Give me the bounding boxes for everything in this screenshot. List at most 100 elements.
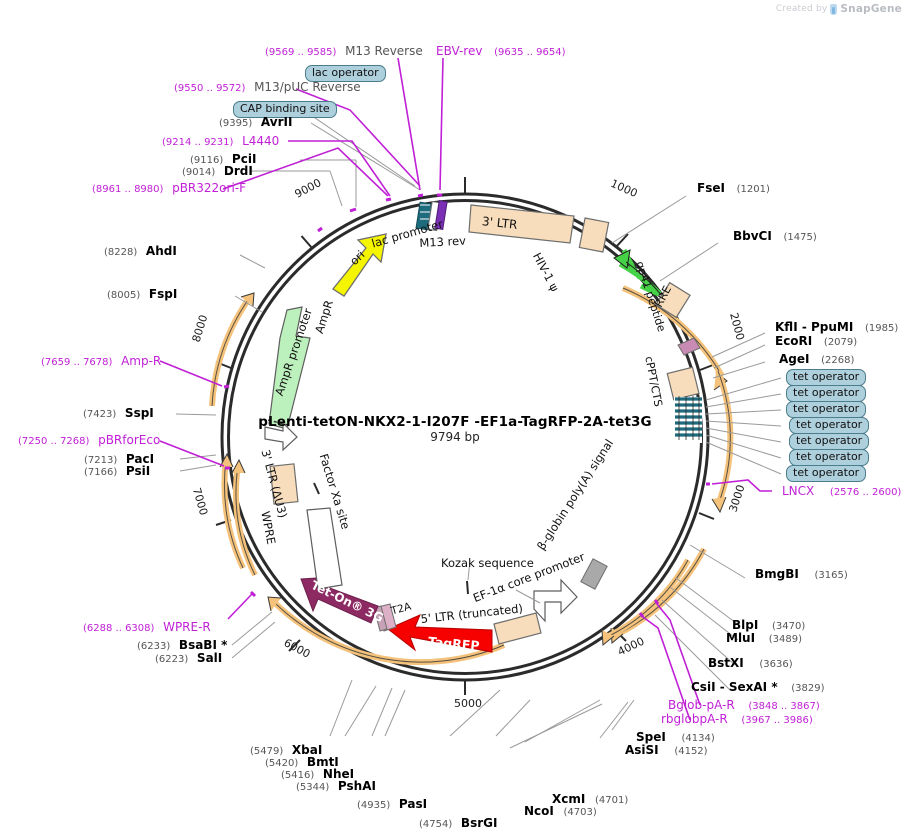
- tet-operator-label-1: tet operator: [786, 369, 867, 386]
- feature-ori-arrow: [332, 233, 387, 297]
- tet-operator-label-7: tet operator: [786, 465, 867, 482]
- enzyme-pos: (4754): [419, 819, 453, 830]
- enzyme-name: BmtI: [306, 755, 339, 769]
- enzyme-pos: (5479): [250, 746, 284, 757]
- tet-operator-label-4: tet operator: [789, 417, 870, 434]
- enzyme-name: AsiSI: [625, 743, 659, 757]
- primer-name: pBRforEco: [98, 433, 161, 447]
- feature-tagrfp-arrow: [387, 614, 493, 653]
- primer-name: Bglob-pA-R: [668, 698, 735, 712]
- feature-3prime-ltr-top: [468, 204, 575, 244]
- feature-wpre-box: [306, 507, 343, 590]
- enzyme-pos: (3829): [791, 683, 825, 694]
- feature-5prime-ltr-truncated-box: [493, 612, 542, 645]
- cap-binding-site-label: CAP binding site: [233, 101, 337, 118]
- primer-pos: (6288 .. 6308): [83, 623, 155, 634]
- enzyme-name: PasI: [398, 797, 428, 811]
- enzyme-name: BstXI: [708, 656, 744, 670]
- enzyme-name: DrdI: [223, 164, 253, 178]
- tet-operator-box: tet operator: [786, 385, 867, 402]
- enzyme-pos: (4703): [563, 807, 597, 818]
- primer-label-rbglobpa-r: rbglobpA-R (3967 .. 3986): [661, 712, 813, 726]
- page-title: pLenti-tetON-NKX2-1-I207F -EF1a-TagRFP-2…: [258, 414, 652, 430]
- plasmid-size: 9794 bp: [430, 430, 480, 444]
- feature-beta-globin-polyA-box: [580, 558, 608, 590]
- enzyme-label-asisi: AsiSI (4152): [625, 743, 708, 757]
- feature-ampr-promoter-arrow: [264, 421, 298, 452]
- primer-label-wpre-r: (6288 .. 6308) WPRE-R: [83, 620, 211, 634]
- enzyme-label-csii-sexai: CsiI - SexAI * (3829): [691, 680, 825, 694]
- feature-label-m13-rev: M13 rev: [419, 233, 467, 250]
- feature-ampr-arrow: [267, 306, 311, 430]
- primer-label-m13-reverse: (9569 .. 9585) M13 Reverse: [265, 44, 423, 58]
- enzyme-name: FseI: [697, 181, 725, 195]
- primer-name: pBR322ori-F: [172, 181, 247, 195]
- enzyme-name: SpeI: [636, 730, 666, 744]
- enzyme-label-bmgbi: BmgBI (3165): [755, 567, 848, 581]
- tet-operator-box: tet operator: [786, 401, 867, 418]
- enzyme-label-bsrgi: (4754) BsrGI: [419, 816, 497, 830]
- primer-name: L4440: [242, 134, 280, 148]
- orf-arcs: [209, 285, 734, 666]
- enzyme-label-bsabi: (6233) BsaBI *: [137, 638, 227, 652]
- enzyme-pos: (9395): [219, 118, 253, 129]
- primer-name: LNCX: [782, 484, 815, 498]
- enzyme-name: PshAI: [337, 779, 376, 793]
- enzyme-label-ecori: EcoRI (2079): [775, 334, 857, 348]
- primer-name: M13/pUC Reverse: [254, 80, 361, 94]
- leader-lines-grey: [175, 104, 782, 749]
- enzyme-pos: (3165): [814, 570, 848, 581]
- enzyme-label-fspi: (8005) FspI: [107, 287, 177, 301]
- enzyme-label-xbai: (5479) XbaI: [250, 743, 322, 757]
- enzyme-label-pasi: (4935) PasI: [357, 797, 427, 811]
- enzyme-pos: (5344): [296, 782, 330, 793]
- primer-pos: (3967 .. 3986): [741, 715, 813, 726]
- feature-kozak-tick: [466, 580, 469, 595]
- feature-hiv1-psi-box: [578, 217, 610, 253]
- feature-ef1a-core-promoter-arrow: [533, 578, 578, 623]
- enzyme-name: BlpI: [732, 618, 759, 632]
- primer-pos: (9569 .. 9585): [265, 47, 337, 58]
- primer-name: M13 Reverse: [345, 44, 423, 58]
- enzyme-name: BmgBI: [755, 567, 799, 581]
- primer-pos: (2576 .. 2600): [829, 487, 902, 498]
- primer-label-ebv-rev: EBV-rev (9635 .. 9654): [436, 44, 566, 58]
- primer-name: Amp-R: [121, 354, 162, 368]
- boxed-label-cap-binding-site: CAP binding site: [233, 97, 337, 118]
- tet-operator-box: tet operator: [789, 433, 870, 450]
- enzyme-pos: (9014): [182, 167, 216, 178]
- feature-label-kozak-sequence: Kozak sequence: [441, 556, 534, 570]
- enzyme-name: NcoI: [524, 804, 554, 818]
- feature-lac-promoter-and-m13rev-marks: [415, 199, 448, 232]
- tet-operator-label-5: tet operator: [789, 433, 870, 450]
- snapgene-watermark: Created by SnapGene: [776, 3, 902, 15]
- enzyme-name: PciI: [231, 152, 257, 166]
- enzyme-pos: (3470): [771, 621, 806, 632]
- enzyme-name: AgeI: [779, 352, 810, 366]
- enzyme-label-xcmi: XcmI (4701): [552, 792, 628, 806]
- feature-3prime-ltr-du3-box: [269, 463, 299, 505]
- enzyme-name: NheI: [322, 767, 355, 781]
- enzyme-name: AhdI: [145, 244, 177, 258]
- feature-t2a-box: [373, 603, 397, 632]
- enzyme-pos: (9116): [190, 155, 224, 166]
- primer-label-amp-r: (7659 .. 7678) Amp-R: [41, 354, 161, 368]
- enzyme-name: BsaBI *: [178, 638, 228, 652]
- enzyme-name: PacI: [125, 452, 155, 466]
- enzyme-pos: (6223): [155, 654, 189, 665]
- enzyme-pos: (1985): [864, 323, 899, 334]
- enzyme-label-paci: (7213) PacI: [84, 452, 154, 466]
- enzyme-name: CsiI - SexAI *: [691, 680, 778, 694]
- enzyme-pos: (5420): [265, 758, 299, 769]
- enzyme-pos: (6233): [137, 641, 171, 652]
- enzyme-pos: (7213): [84, 455, 118, 466]
- primer-backbone-marks: [223, 193, 710, 618]
- enzyme-name: SspI: [124, 406, 154, 420]
- tet-operator-box: tet operator: [789, 417, 870, 434]
- watermark-prefix: Created by: [775, 4, 828, 14]
- enzyme-pos: (8228): [104, 247, 138, 258]
- enzyme-label-ahdi: (8228) AhdI: [104, 244, 177, 258]
- enzyme-label-bmti: (5420) BmtI: [265, 755, 339, 769]
- enzyme-label-psii: (7166) PsiI: [84, 464, 150, 478]
